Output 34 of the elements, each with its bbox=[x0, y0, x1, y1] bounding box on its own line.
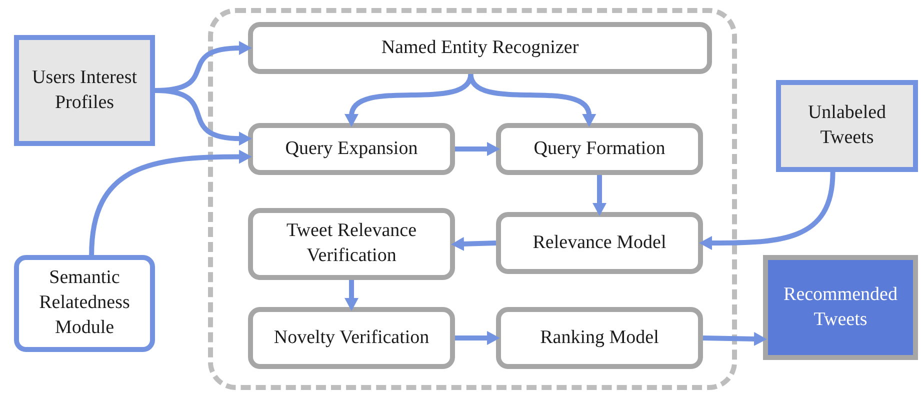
arrow bbox=[455, 331, 500, 345]
process-box bbox=[763, 255, 918, 360]
process-box bbox=[496, 212, 703, 274]
box-label: Query Expansion bbox=[284, 136, 419, 161]
box-label: Ranking Model bbox=[539, 326, 660, 350]
arrow bbox=[455, 142, 500, 156]
arrow bbox=[699, 172, 836, 250]
box-label: Users Interest Profiles bbox=[31, 66, 138, 114]
process-box bbox=[14, 255, 155, 352]
process-box bbox=[248, 22, 712, 74]
process-box bbox=[776, 80, 918, 172]
box-label: Named Entity Recognizer bbox=[380, 36, 580, 60]
box-label: Tweet Relevance Verification bbox=[285, 219, 418, 268]
process-box bbox=[248, 208, 455, 280]
arrow bbox=[89, 150, 252, 256]
arrow bbox=[345, 73, 474, 127]
process-box bbox=[496, 307, 703, 369]
arrow bbox=[702, 332, 767, 346]
arrow bbox=[154, 88, 252, 146]
arrow bbox=[451, 236, 496, 251]
box-label: Recommended Tweets bbox=[782, 282, 898, 332]
process-box bbox=[248, 123, 455, 175]
box-label: Query Formation bbox=[532, 136, 666, 161]
arrow bbox=[592, 175, 606, 216]
arrow bbox=[468, 73, 596, 127]
box-label: Unlabeled Tweets bbox=[806, 101, 888, 150]
arrow bbox=[344, 280, 358, 311]
process-box bbox=[248, 307, 455, 369]
process-box bbox=[14, 35, 155, 146]
box-label: Relevance Model bbox=[532, 230, 668, 255]
box-label: Semantic Relatedness Module bbox=[38, 266, 131, 340]
box-label: Novelty Verification bbox=[272, 326, 430, 350]
process-box bbox=[496, 123, 703, 175]
dashed-group-box bbox=[208, 8, 737, 390]
